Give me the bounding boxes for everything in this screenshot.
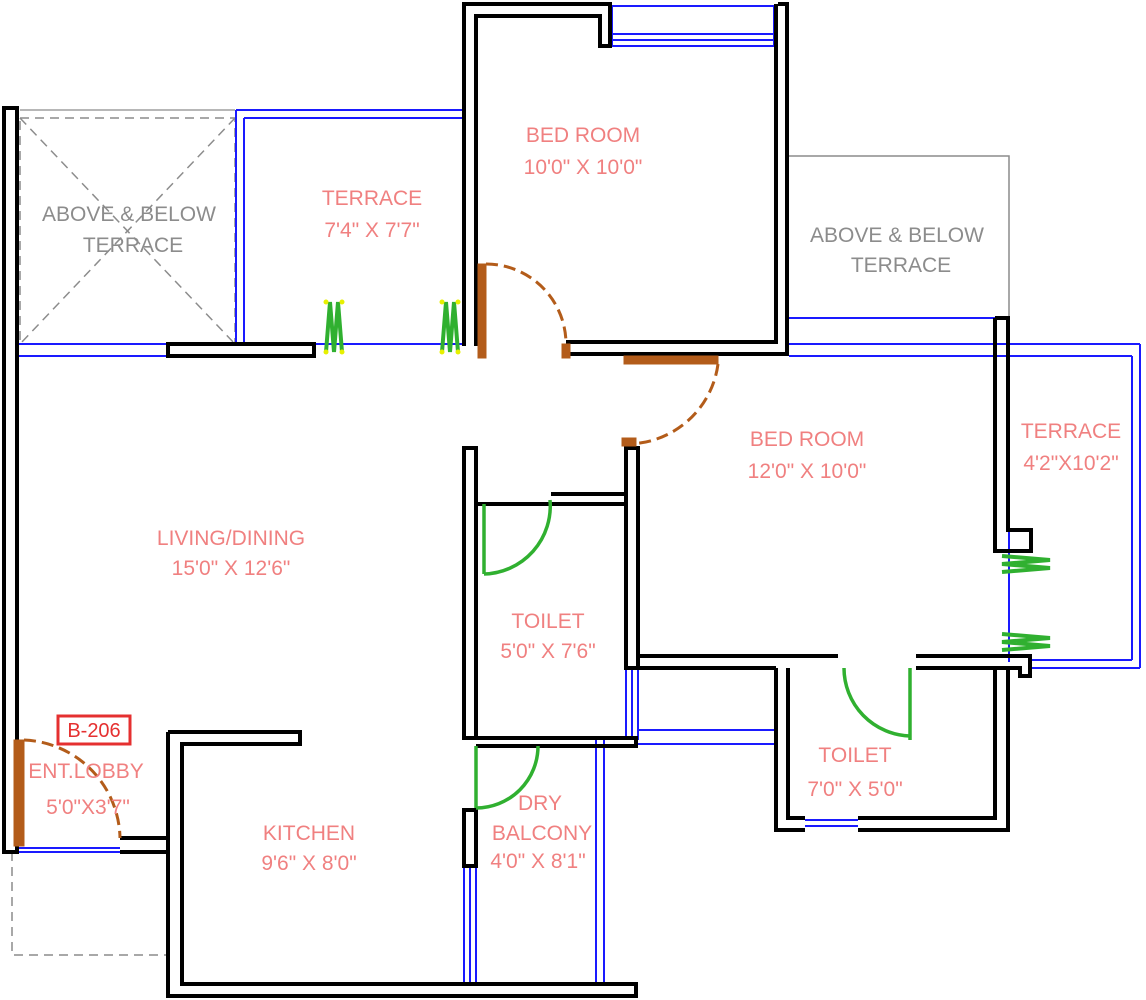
sliding-doors <box>324 301 1051 652</box>
toilet-left-name: TOILET <box>511 610 584 633</box>
toilet-left-size: 5'0" X 7'6" <box>500 640 595 663</box>
dry-balcony-size: 4'0" X 8'1" <box>490 850 585 873</box>
ent-lobby-size: 5'0"X3'7" <box>46 796 130 819</box>
sliding-door-tips <box>323 299 461 355</box>
bedroom-top-size: 10'0" X 10'0" <box>524 156 643 179</box>
terrace-right-name: TERRACE <box>1021 420 1121 443</box>
dry-balcony-line2: BALCONY <box>492 822 592 845</box>
dry-balcony-line1: DRY <box>518 792 562 815</box>
kitchen-name: KITCHEN <box>263 822 355 845</box>
toilet-right-size: 7'0" X 5'0" <box>807 778 902 801</box>
above-below-left-line1: ABOVE & BELOW <box>42 203 216 226</box>
unit-tag: B-206 <box>56 714 132 746</box>
bedroom-top-name: BED ROOM <box>526 124 640 147</box>
living-size: 15'0" X 12'6" <box>172 557 291 580</box>
doors-toilet <box>474 499 912 810</box>
toilet-right-name: TOILET <box>818 744 891 767</box>
terrace-right-size: 4'2"X10'2" <box>1023 452 1118 475</box>
terrace-top-size: 7'4" X 7'7" <box>324 219 419 242</box>
kitchen-size: 9'6" X 8'0" <box>261 852 356 875</box>
windows <box>18 5 1141 985</box>
bedroom-right-size: 12'0" X 10'0" <box>748 460 867 483</box>
above-below-terrace-left <box>19 109 236 345</box>
ent-lobby-name: ENT.LOBBY <box>28 760 144 783</box>
above-below-terrace-right <box>789 155 1010 318</box>
walls <box>2 2 1033 998</box>
bedroom-right-name: BED ROOM <box>750 428 864 451</box>
above-below-right-line1: ABOVE & BELOW <box>810 224 984 247</box>
unit-tag-label: B-206 <box>67 720 120 742</box>
living-name: LIVING/DINING <box>157 527 305 550</box>
above-below-right-line2: TERRACE <box>851 254 951 277</box>
terrace-top-name: TERRACE <box>322 187 422 210</box>
lobby-exterior-dashed <box>11 852 168 956</box>
doors-main <box>13 262 720 847</box>
above-below-left-line2: TERRACE <box>83 234 183 257</box>
